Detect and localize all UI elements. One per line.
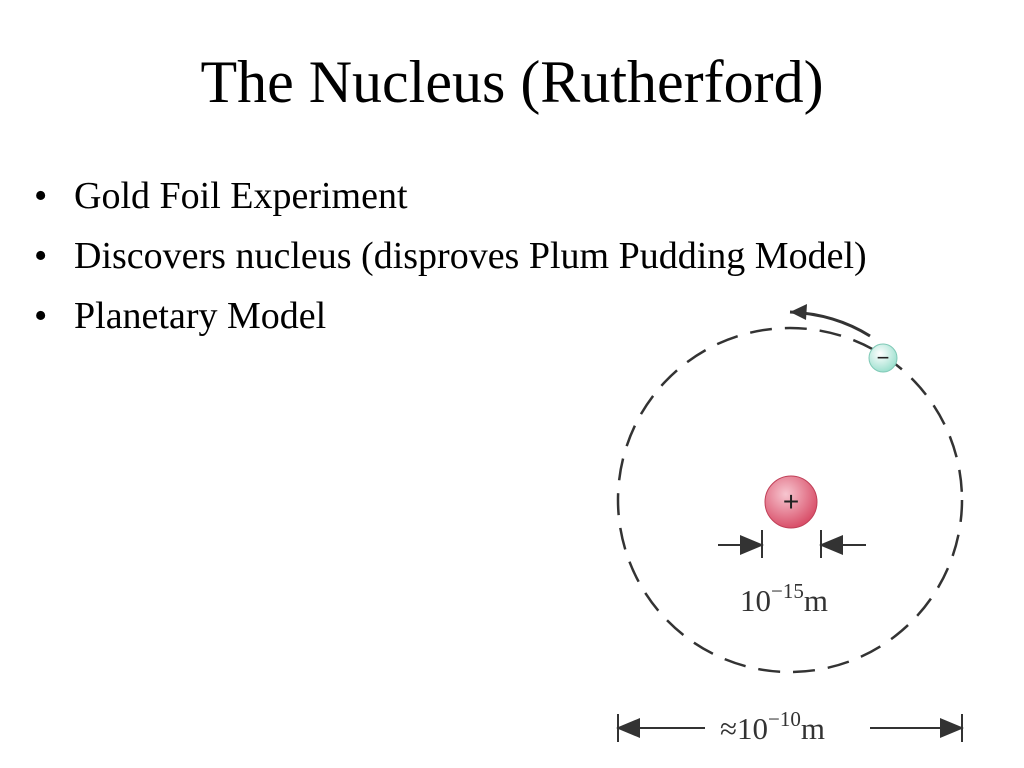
bullet-item: • Discovers nucleus (disproves Plum Pudd… <box>30 232 910 280</box>
bullet-text: Discovers nucleus (disproves Plum Puddin… <box>74 235 867 277</box>
atom-size-exp: −10 <box>768 707 801 731</box>
bullet-item: • Gold Foil Experiment <box>30 172 910 220</box>
nucleus-charge: + <box>783 486 799 517</box>
atom-size-prefix: ≈10 <box>720 711 768 746</box>
electron-orbit <box>616 326 964 674</box>
bullet-list: • Gold Foil Experiment • Discovers nucle… <box>30 172 910 352</box>
bullet-icon: • <box>34 175 48 217</box>
bullet-text: Gold Foil Experiment <box>74 175 408 217</box>
electron-charge: − <box>877 345 890 370</box>
bullet-item: • Planetary Model <box>30 292 910 340</box>
atom-size-label: ≈10−10m <box>720 707 825 746</box>
nucleus-size-unit: m <box>804 583 828 618</box>
nucleus-size-label: 10−15m <box>740 579 828 618</box>
atom-size-unit: m <box>801 711 825 746</box>
orbit-arrow-head-icon <box>790 304 807 320</box>
bullet-icon: • <box>34 295 48 337</box>
bullet-icon: • <box>34 235 48 277</box>
nucleus-size-exp: −15 <box>771 579 804 603</box>
nucleus-icon <box>764 475 818 529</box>
slide-title: The Nucleus (Rutherford) <box>200 49 824 115</box>
nucleus-size-base: 10 <box>740 583 771 618</box>
electron-icon <box>868 343 898 373</box>
atom-diagram: − + 10−15m ≈10−10m <box>616 304 964 746</box>
bullet-text: Planetary Model <box>74 295 327 337</box>
